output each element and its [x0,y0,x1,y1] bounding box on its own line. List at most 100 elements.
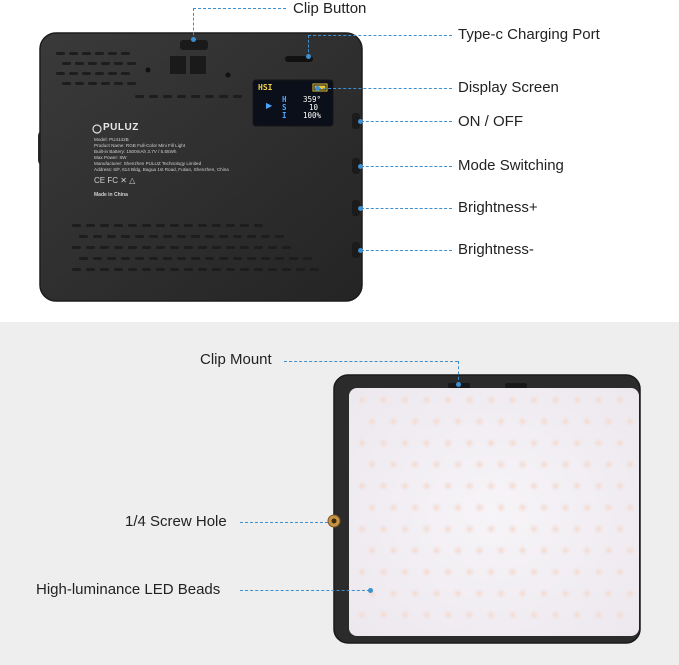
led-bead [592,394,605,406]
vent-slot [177,257,186,260]
display-value-i: 100% [303,111,322,120]
vent-slot [212,224,221,227]
led-bead [442,566,454,578]
vent-slot [310,268,319,271]
led-bead [549,480,562,492]
vent-slot [226,246,235,249]
led-bead [516,501,529,514]
brightness-minus-button [352,242,360,258]
led-bead [452,501,464,514]
led-bead [516,544,529,557]
led-bead [592,566,605,578]
vent-slot [254,246,263,249]
led-bead [430,458,443,471]
led-bead [602,587,615,600]
callout-dot [315,86,320,91]
led-bead [430,501,443,514]
led-bead [387,415,400,428]
screw-dot [225,72,231,78]
mode-button [352,158,360,174]
vent-slot [114,268,123,271]
led-bead [581,501,593,514]
callout-line [458,361,459,385]
led-bead [409,544,421,557]
vent-slot [177,235,186,238]
vent-slot [79,235,88,238]
brightness-plus-button [352,200,360,216]
vent-slot [75,82,84,85]
vent-slot [254,224,263,227]
led-bead [366,458,378,471]
callout-dot [368,588,373,593]
callout-line [193,8,286,9]
vent-slot [114,224,123,227]
led-bead [463,609,476,621]
led-bead [528,394,540,406]
callout-line [193,8,194,40]
label-mode-switching: Mode Switching [458,157,564,174]
led-bead [495,415,507,428]
vent-slot [142,246,151,249]
led-bead [624,458,636,471]
led-bead [420,437,433,449]
callout-line [284,361,458,362]
vent-slot [72,246,81,249]
led-bead [452,415,464,428]
power-button [352,113,360,129]
play-icon: ▶ [266,101,273,110]
vent-slot [127,62,136,65]
led-bead [473,415,486,428]
led-bead [356,609,368,621]
led-bead [602,458,615,471]
vent-slot [101,62,110,65]
led-bead [387,587,400,600]
callout-dot [358,206,363,211]
led-bead [387,501,400,514]
vent-slot [62,62,71,65]
vent-slot [107,257,116,260]
label-clip-mount: Clip Mount [200,351,272,368]
led-bead [442,523,454,535]
vent-slot [72,224,81,227]
vent-slot [82,52,91,55]
label-led-beads: High-luminance LED Beads [36,581,221,598]
led-bead [614,566,626,578]
vent-slot [88,62,97,65]
vent-slot [121,235,130,238]
led-bead [506,609,519,621]
led-bead [602,501,615,514]
led-bead [528,480,540,492]
label-clip-button: Clip Button [293,0,367,17]
led-bead [495,587,507,600]
vent-slot [184,268,193,271]
led-bead [399,480,411,492]
callout-dot [306,54,311,59]
vent-slot [121,52,130,55]
vent-slot [226,224,235,227]
screw-dot [145,67,151,73]
led-bead [559,587,572,600]
vent-slot [268,268,277,271]
vent-slot [191,235,200,238]
led-bead [420,480,433,492]
led-bead [409,501,421,514]
vent-slot [191,257,200,260]
vent-slot [282,246,291,249]
led-bead [495,501,507,514]
cert-marks: CE FC ✕ △ [94,176,136,185]
vent-slot [149,95,158,98]
led-bead [549,437,562,449]
led-bead [420,394,433,406]
vent-slot [177,95,186,98]
led-bead [442,394,454,406]
vent-slot [163,235,172,238]
led-bead [485,523,497,535]
vent-slot [275,235,284,238]
led-bead [495,458,507,471]
vent-slot [128,246,137,249]
vent-slot [69,52,78,55]
brand-name: PULUZ [103,122,139,133]
led-bead [399,523,411,535]
led-bead [366,501,378,514]
vent-slot [247,257,256,260]
